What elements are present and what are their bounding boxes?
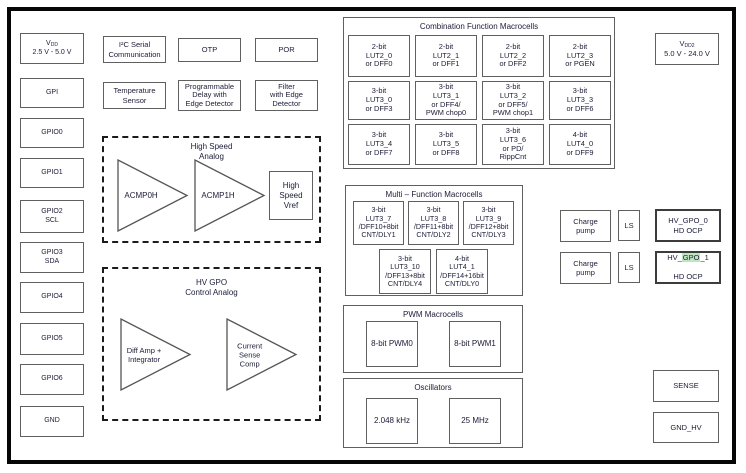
pin-hv-gpo-1: HV_GPO_1 HD OCP <box>655 251 721 284</box>
group-multi-function-macrocells: Multi – Function Macrocells 3-bit LUT3_7… <box>345 185 523 296</box>
macrocell-lut3-4: 3-bit LUT3_4 or DFF7 <box>348 124 410 165</box>
combination-grid: 2-bit LUT2_0 or DFF0 2-bit LUT2_1 or DFF… <box>348 35 611 165</box>
multi-function-title: Multi – Function Macrocells <box>385 190 483 199</box>
block-temperature-sensor: Temperature Sensor <box>103 82 166 109</box>
acmp1h-comparator: ACMP1H <box>194 159 266 232</box>
vdd2-range: 5.0 V - 24.0 V <box>664 49 710 59</box>
comparator-triangle-icon <box>226 318 298 391</box>
macrocell-lut4-0: 4-bit LUT4_0 or DFF9 <box>549 124 611 165</box>
combination-title: Combination Function Macrocells <box>419 22 539 31</box>
macrocell-lut2-0: 2-bit LUT2_0 or DFF0 <box>348 35 410 77</box>
pin-gpio1: GPIO1 <box>20 158 84 188</box>
hv-gpo-analog-title: HV GPO Control Analog <box>185 278 238 297</box>
comparator-triangle-icon <box>117 159 189 232</box>
pwm-title: PWM Macrocells <box>402 310 463 319</box>
pin-gpio4: GPIO4 <box>20 282 84 313</box>
macrocell-lut4-1: 4-bit LUT4_1 /DFF14+16bit CNT/DLY0 <box>436 249 488 294</box>
block-otp: OTP <box>178 38 241 62</box>
hv-gpo-1-line1: HV_GPO_1 <box>667 253 709 263</box>
macrocell-lut3-8: 3-bit LUT3_8 /DFF11+8bit CNT/DLY2 <box>408 201 459 245</box>
block-osc-25mhz: 25 MHz <box>449 398 501 444</box>
diff-amp-label: Diff Amp + Integrator <box>126 345 162 364</box>
macrocell-lut3-10: 3-bit LUT3_10 /DFF13+8bit CNT/DLY4 <box>379 249 431 294</box>
block-level-shifter-1: LS <box>618 252 640 283</box>
pin-gnd-hv: GND_HV <box>653 412 719 443</box>
block-i2c-serial: I²C Serial Communication <box>103 36 166 63</box>
block-pwm1: 8-bit PWM1 <box>449 321 501 367</box>
diagram-frame <box>7 7 736 464</box>
macrocell-lut3-3: 3-bit LUT3_3 or DFF6 <box>549 81 611 120</box>
group-high-speed-analog: High Speed Analog ACMP0H ACMP1H High Spe… <box>102 136 321 243</box>
search-highlight: GPO <box>681 253 701 263</box>
diff-amp-integrator: Diff Amp + Integrator <box>120 318 192 391</box>
block-pwm0: 8-bit PWM0 <box>366 321 418 367</box>
pin-sense: SENSE <box>653 370 719 402</box>
current-sense-comparator: Current Sense Comp <box>225 318 299 391</box>
macrocell-lut3-5: 3-bit LUT3_5 or DFF8 <box>415 124 477 165</box>
vdd2-symbol: VDD2 <box>679 39 695 50</box>
hv-gpo-1-line2: HD OCP <box>673 272 703 282</box>
comparator-triangle-icon <box>194 159 266 232</box>
macrocell-lut3-6: 3-bit LUT3_6 or PD/ RippCnt <box>482 124 544 165</box>
acmp0h-label: ACMP0H <box>124 190 158 200</box>
pin-gpio6: GPIO6 <box>20 364 84 395</box>
block-level-shifter-0: LS <box>618 210 640 241</box>
macrocell-lut3-7: 3-bit LUT3_7 /DFF10+8bit CNT/DLY1 <box>353 201 404 245</box>
current-sense-label: Current Sense Comp <box>237 341 263 368</box>
macrocell-lut3-9: 3-bit LUT3_9 /DFF12+8bit CNT/DLY3 <box>463 201 514 245</box>
pin-gpio3-sda: GPIO3 SDA <box>20 242 84 273</box>
group-pwm-macrocells: PWM Macrocells 8-bit PWM0 8-bit PWM1 <box>343 305 523 373</box>
pin-gpio5: GPIO5 <box>20 323 84 355</box>
block-osc-2048khz: 2.048 kHz <box>366 398 418 444</box>
group-hv-gpo-control-analog: HV GPO Control Analog Diff Amp + Integra… <box>102 267 321 421</box>
pin-gpio2-scl: GPIO2 SCL <box>20 200 84 233</box>
pin-hv-gpo-0: HV_GPO_0 HD OCP <box>655 209 721 242</box>
acmp0h-comparator: ACMP0H <box>117 159 189 232</box>
block-programmable-delay: Programmable Delay with Edge Detector <box>178 80 241 111</box>
vdd-symbol: VDD <box>46 39 58 48</box>
high-speed-analog-title: High Speed Analog <box>190 142 233 161</box>
block-charge-pump-1: Charge pump <box>560 252 611 284</box>
macrocell-lut3-2: 3-bit LUT3_2 or DFF5/ PWM chop1 <box>482 81 544 120</box>
macrocell-lut3-0: 3-bit LUT3_0 or DFF3 <box>348 81 410 120</box>
macrocell-lut2-3: 2-bit LUT2_3 or PGEN <box>549 35 611 77</box>
macrocell-lut2-1: 2-bit LUT2_1 or DFF1 <box>415 35 477 77</box>
acmp1h-label: ACMP1H <box>201 190 235 200</box>
block-filter-edge-detector: Filter with Edge Detector <box>255 80 318 111</box>
block-high-speed-vref: High Speed Vref <box>269 171 313 220</box>
amplifier-triangle-icon <box>120 318 192 391</box>
group-combination-macrocells: Combination Function Macrocells 2-bit LU… <box>343 17 615 169</box>
block-charge-pump-0: Charge pump <box>560 210 611 242</box>
macrocell-lut2-2: 2-bit LUT2_2 or DFF2 <box>482 35 544 77</box>
pin-vdd: VDD 2.5 V - 5.0 V <box>20 33 84 64</box>
pin-gpio0: GPIO0 <box>20 118 84 148</box>
block-por: POR <box>255 38 318 62</box>
oscillators-title: Oscillators <box>414 383 452 392</box>
pin-gpi: GPI <box>20 78 84 108</box>
macrocell-lut3-1: 3-bit LUT3_1 or DFF4/ PWM chop0 <box>415 81 477 120</box>
pin-vdd2: VDD2 5.0 V - 24.0 V <box>655 33 719 65</box>
pin-gnd: GND <box>20 406 84 437</box>
group-oscillators: Oscillators 2.048 kHz 25 MHz <box>343 378 523 448</box>
vdd-range: 2.5 V - 5.0 V <box>32 48 72 56</box>
